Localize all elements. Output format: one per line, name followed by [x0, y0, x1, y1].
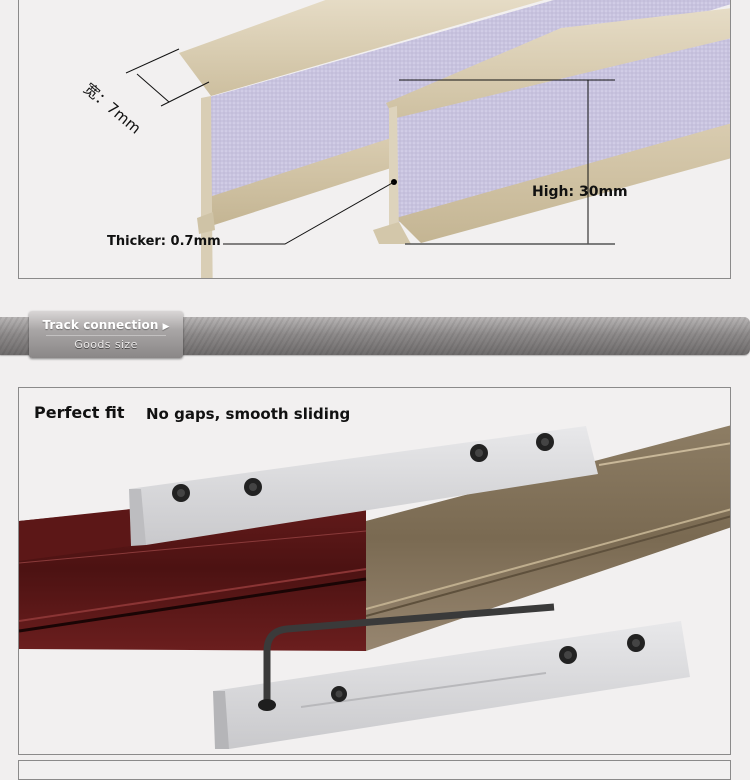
next-panel	[18, 760, 731, 780]
section-tab[interactable]: Track connection▶ Goods size	[29, 311, 183, 358]
height-dimension-label: High: 30mm	[532, 184, 628, 200]
thickness-dimension-label: Thicker: 0.7mm	[107, 234, 221, 249]
caret-right-icon: ▶	[162, 322, 170, 332]
feature-heading: Perfect fit	[34, 403, 125, 422]
section-title-text: Track connection	[42, 318, 159, 332]
feature-tagline: No gaps, smooth sliding	[146, 405, 351, 423]
section-title: Track connection▶	[29, 318, 183, 332]
velvet-track-illustration	[125, 0, 730, 278]
dimensions-panel: 宽：7mm High: 30mm Thicker: 0.7mm	[18, 0, 731, 279]
tab-divider	[46, 335, 166, 336]
track-connector-illustration	[19, 425, 730, 749]
section-subtitle: Goods size	[74, 338, 138, 351]
connection-panel: Perfect fit No gaps, smooth sliding	[18, 387, 731, 755]
